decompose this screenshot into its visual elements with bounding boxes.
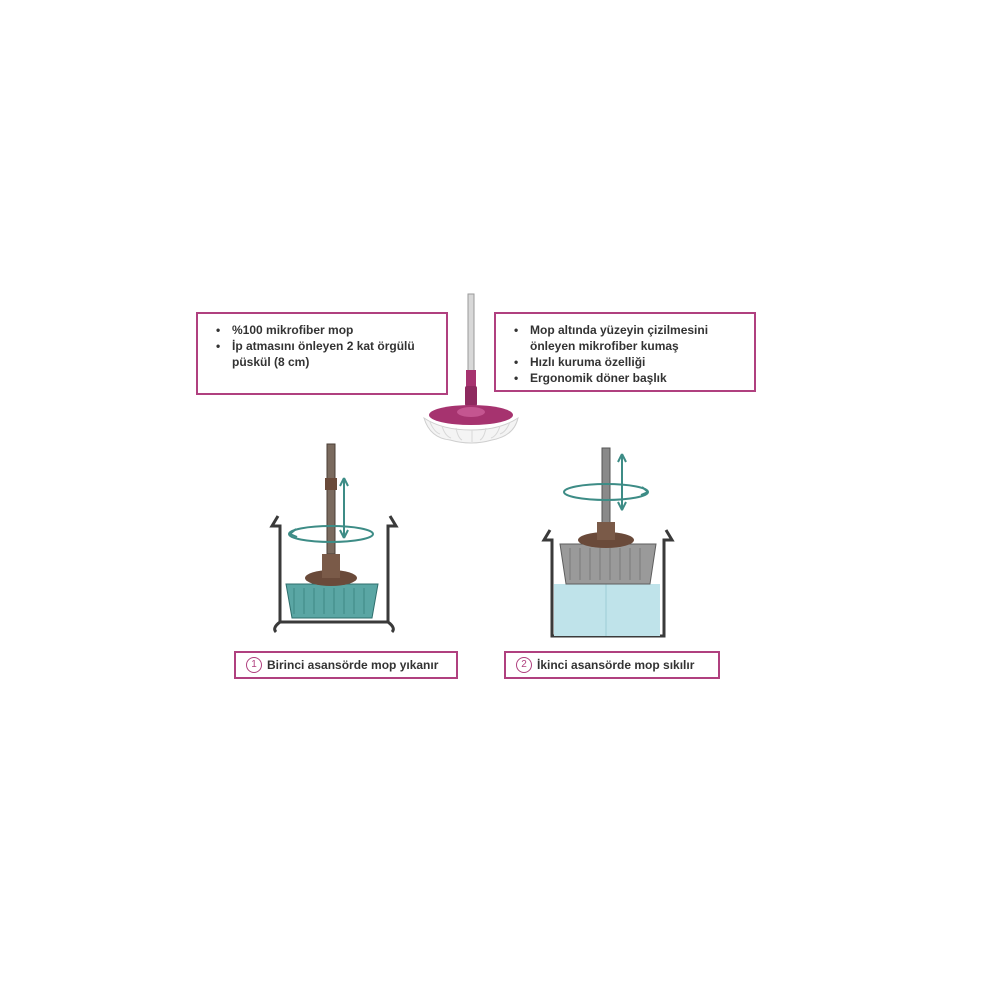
feature-box-right: Mop altında yüzeyin çizilmesini önleyen … <box>494 312 756 392</box>
feature-list-left: %100 mikrofiber mop İp atmasını önleyen … <box>216 322 434 370</box>
feature-item: Hızlı kuruma özelliği <box>514 354 742 370</box>
feature-list-right: Mop altında yüzeyin çizilmesini önleyen … <box>514 322 742 386</box>
feature-item: Ergonomik döner başlık <box>514 370 742 386</box>
mop-illustration <box>423 293 519 444</box>
step-number: 2 <box>516 657 532 673</box>
bucket-spin-illustration <box>541 447 675 638</box>
step-2-label: 2 İkinci asansörde mop sıkılır <box>504 651 720 679</box>
feature-item: %100 mikrofiber mop <box>216 322 434 338</box>
step-text: Birinci asansörde mop yıkanır <box>267 658 439 672</box>
feature-box-left: %100 mikrofiber mop İp atmasını önleyen … <box>196 312 448 395</box>
feature-item: Mop altında yüzeyin çizilmesini önleyen … <box>514 322 742 354</box>
step-number: 1 <box>246 657 262 673</box>
bucket-wash-illustration <box>269 443 399 634</box>
feature-item: İp atmasını önleyen 2 kat örgülü püskül … <box>216 338 434 370</box>
step-text: İkinci asansörde mop sıkılır <box>537 658 695 672</box>
step-1-label: 1 Birinci asansörde mop yıkanır <box>234 651 458 679</box>
